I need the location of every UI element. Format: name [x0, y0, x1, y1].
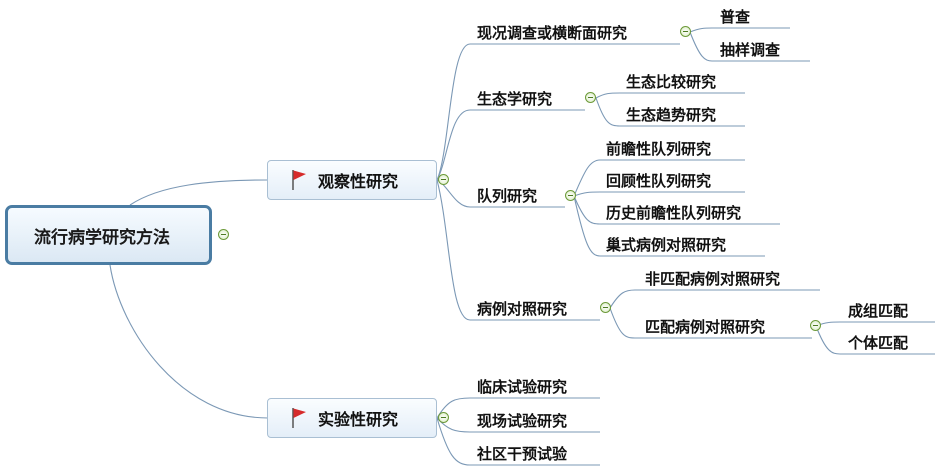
case-control-collapse-toggle[interactable]: [600, 302, 611, 313]
experimental-collapse-toggle[interactable]: [438, 412, 449, 423]
node-matched-case-control[interactable]: 匹配病例对照研究: [645, 318, 766, 336]
node-nested-case-control[interactable]: 巢式病例对照研究: [606, 236, 727, 254]
node-retrospective-cohort[interactable]: 回顾性队列研究: [606, 172, 712, 190]
branch-experimental[interactable]: 实验性研究: [267, 398, 437, 438]
node-field-trial[interactable]: 现场试验研究: [477, 412, 568, 430]
node-group-matching[interactable]: 成组匹配: [848, 302, 909, 320]
node-individual-matching[interactable]: 个体匹配: [848, 334, 909, 352]
root-label: 流行病学研究方法: [34, 227, 170, 248]
branch-observational[interactable]: 观察性研究: [267, 160, 437, 200]
node-ecological-comparison[interactable]: 生态比较研究: [626, 73, 717, 91]
node-unmatched-case-control[interactable]: 非匹配病例对照研究: [645, 270, 781, 288]
root-collapse-toggle[interactable]: [218, 229, 229, 240]
red-flag-icon: [292, 408, 306, 428]
node-clinical-trial[interactable]: 临床试验研究: [477, 378, 568, 396]
cohort-collapse-toggle[interactable]: [565, 190, 576, 201]
node-ecological[interactable]: 生态学研究: [477, 90, 553, 108]
root-node[interactable]: 流行病学研究方法: [5, 205, 212, 265]
cross-sectional-collapse-toggle[interactable]: [680, 26, 691, 37]
red-flag-icon: [292, 170, 306, 190]
ecological-collapse-toggle[interactable]: [585, 92, 596, 103]
node-cohort[interactable]: 队列研究: [477, 187, 538, 205]
node-community-intervention[interactable]: 社区干预试验: [477, 445, 568, 463]
node-case-control[interactable]: 病例对照研究: [477, 300, 568, 318]
node-ecological-trend[interactable]: 生态趋势研究: [626, 106, 717, 124]
node-historical-prospective-cohort[interactable]: 历史前瞻性队列研究: [606, 204, 742, 222]
node-cross-sectional[interactable]: 现况调查或横断面研究: [477, 24, 628, 42]
branch-experimental-label: 实验性研究: [318, 410, 399, 429]
node-census[interactable]: 普查: [720, 8, 751, 26]
node-sampling-survey[interactable]: 抽样调查: [720, 41, 781, 59]
branch-observational-label: 观察性研究: [318, 172, 399, 191]
observational-collapse-toggle[interactable]: [438, 174, 449, 185]
matched-collapse-toggle[interactable]: [810, 320, 821, 331]
node-prospective-cohort[interactable]: 前瞻性队列研究: [606, 140, 712, 158]
